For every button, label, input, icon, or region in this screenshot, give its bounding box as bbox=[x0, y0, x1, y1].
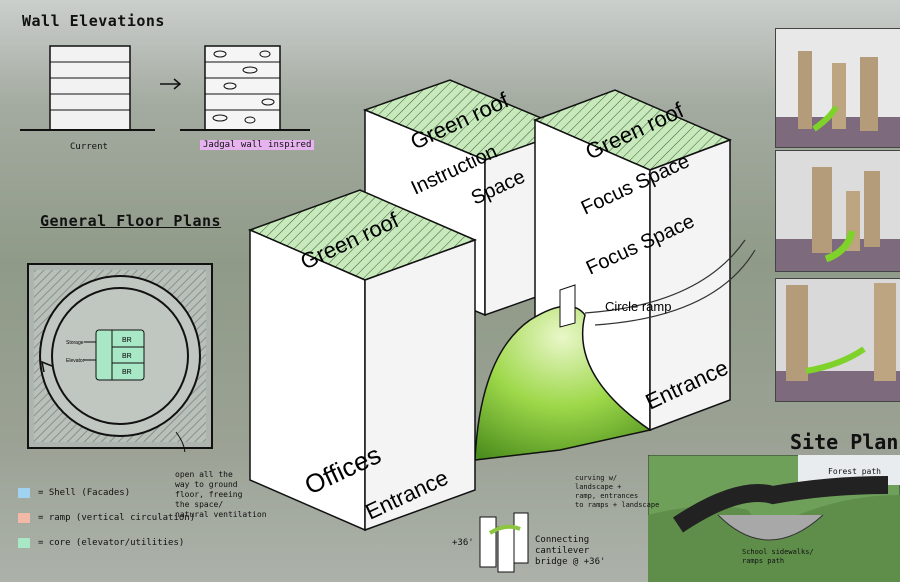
floor-plans-title: General Floor Plans bbox=[40, 212, 222, 230]
model-photo-2 bbox=[775, 150, 900, 272]
arrow-icon bbox=[160, 78, 182, 90]
wall-elevations-title: Wall Elevations bbox=[22, 12, 165, 30]
shell-swatch bbox=[18, 488, 30, 498]
site-plan-map bbox=[648, 455, 900, 582]
jadgal-label: Jadgal wall inspired bbox=[200, 140, 315, 150]
legend-item-core: = core (elevator/utilities) bbox=[18, 538, 195, 548]
ramp-inner-ring bbox=[51, 287, 189, 425]
model-photo-3 bbox=[775, 278, 900, 402]
bridge-icon bbox=[488, 524, 521, 535]
bridge-sketch bbox=[479, 512, 529, 573]
legend-item-ramp: = ramp (vertical circulation) bbox=[18, 513, 195, 523]
bridge-height-left: +36' bbox=[452, 538, 474, 548]
isometric-diagram: Green roof Instruction Space Green roof … bbox=[247, 79, 756, 532]
school-path-note: School sidewalks/ ramps path bbox=[742, 548, 814, 565]
offices-block bbox=[247, 189, 478, 532]
ramp-direction-arrow-icon bbox=[40, 360, 53, 373]
curving-note: curving w/ landscape + ramp, entrances t… bbox=[575, 474, 660, 509]
site-ramp-path bbox=[673, 476, 889, 533]
core-label-1: BR bbox=[122, 337, 132, 344]
core-block bbox=[95, 329, 145, 381]
legend-item-shell: = Shell (Facades) bbox=[18, 488, 195, 498]
core-swatch bbox=[18, 538, 30, 548]
site-plan-title: Site Plan bbox=[790, 430, 899, 454]
floor-plan-drawing: BR BR BR Storage Elevator bbox=[27, 263, 213, 452]
circle-ramp-label: Circle ramp bbox=[605, 299, 671, 314]
model-photo-1 bbox=[775, 28, 900, 148]
site-courtyard bbox=[717, 514, 824, 541]
floor-note: open all the way to ground floor, freein… bbox=[175, 470, 267, 519]
circle-ramp-line-1 bbox=[584, 239, 746, 314]
ramp-swatch bbox=[18, 513, 30, 523]
jadgal-wall bbox=[180, 45, 310, 131]
elevator-label: Elevator bbox=[66, 358, 85, 364]
ramp-door bbox=[559, 284, 576, 328]
wall-elevations-drawing bbox=[20, 45, 310, 131]
legend: = Shell (Facades) = ramp (vertical circu… bbox=[18, 488, 195, 548]
circle-ramp-line-2 bbox=[594, 249, 756, 326]
core-label-2: BR bbox=[122, 353, 132, 360]
bridge-note: Connecting cantilever bridge @ +36' bbox=[535, 535, 606, 567]
storage-label: Storage bbox=[66, 340, 84, 346]
current-wall bbox=[20, 45, 155, 131]
forest-path-label: Forest path bbox=[828, 467, 881, 476]
core-label-3: BR bbox=[122, 369, 132, 376]
current-label: Current bbox=[70, 142, 108, 152]
